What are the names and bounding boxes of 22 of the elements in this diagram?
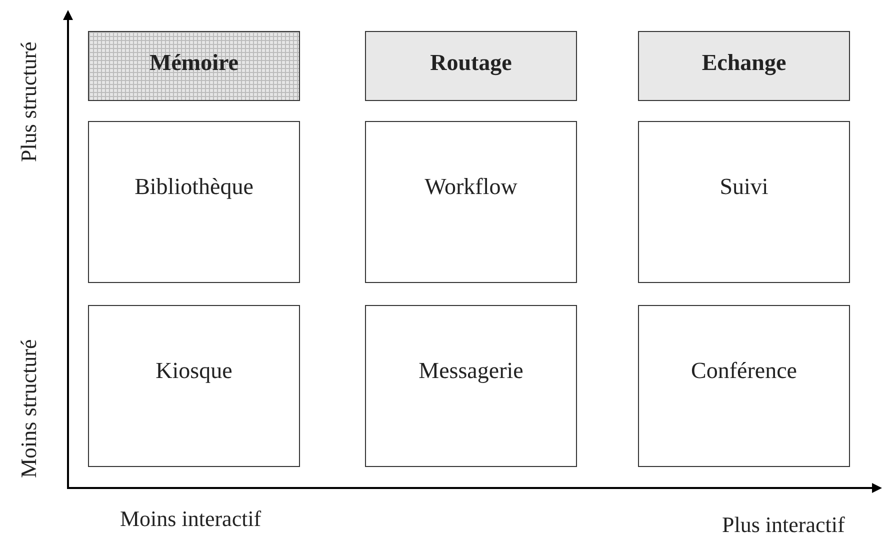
category-box (365, 305, 577, 467)
category-header-box (88, 31, 300, 101)
category-box (638, 305, 850, 467)
category-text: Bibliothèque (134, 174, 254, 200)
category-header-box (365, 31, 577, 101)
category-text: Conférence (690, 358, 798, 384)
axis-label: Moins interactif (120, 506, 262, 532)
axis-label: Plus interactif (722, 512, 845, 538)
header-text: Echange (700, 50, 788, 76)
category-text: Messagerie (418, 358, 524, 384)
category-box (365, 121, 577, 283)
category-text: Workflow (424, 174, 518, 200)
category-box (88, 305, 300, 467)
header-text: Mémoire (148, 50, 240, 76)
category-header-box (638, 31, 850, 101)
axis-label: Moins structuré (16, 339, 42, 478)
category-box (638, 121, 850, 283)
category-text: Suivi (718, 174, 770, 200)
category-text: Kiosque (154, 358, 234, 384)
category-box (88, 121, 300, 283)
header-text: Routage (429, 50, 513, 76)
axis-label: Plus structuré (16, 42, 42, 162)
